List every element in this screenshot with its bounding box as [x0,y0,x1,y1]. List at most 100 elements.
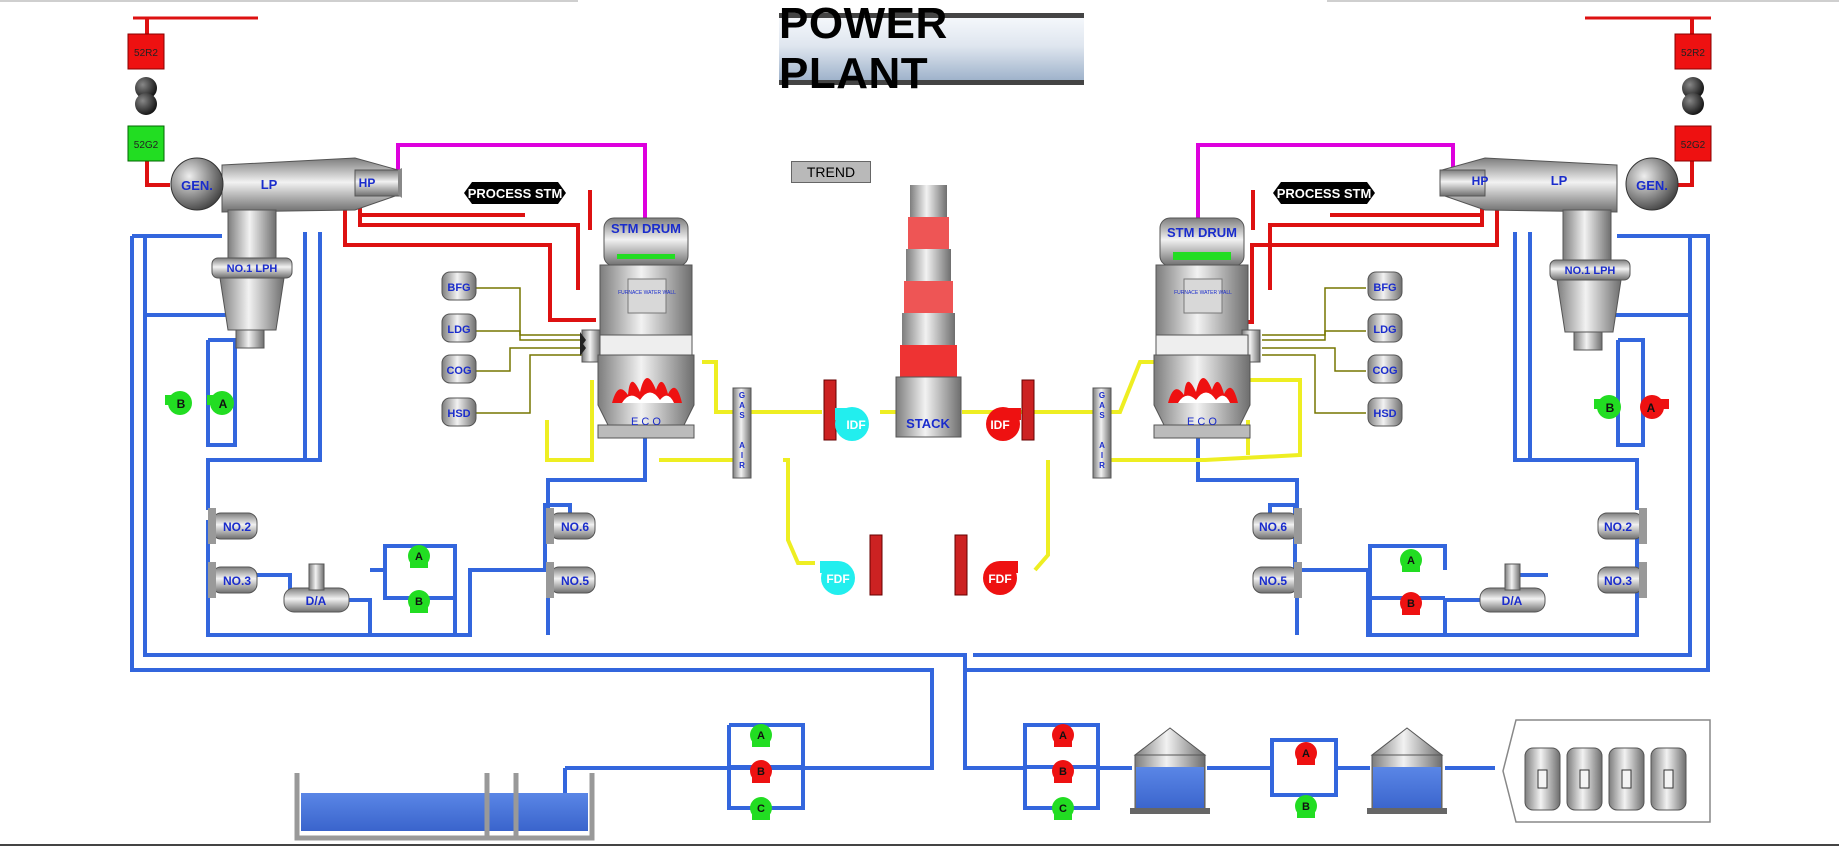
fuel-tank-bfg[interactable]: BFG [1367,271,1403,301]
right-idf[interactable]: IDF [986,379,1035,441]
breaker-52g2-right[interactable] [1674,125,1712,162]
pump-b-transfer[interactable]: B [1295,795,1317,818]
svg-text:A: A [1099,441,1105,450]
breaker-52g2-left[interactable] [127,125,165,162]
svg-text:A: A [1302,748,1310,760]
trend-button[interactable]: TREND [791,161,871,183]
demineralizer-bank[interactable] [1502,719,1711,823]
svg-text:LDG: LDG [447,324,470,336]
svg-text:R: R [739,461,745,470]
svg-text:NO.3: NO.3 [1604,574,1632,588]
pump-b-left-condensate[interactable]: B [165,391,192,415]
svg-text:NO.5: NO.5 [561,574,589,588]
hp-steam-pipes [396,143,1455,222]
left-turbine-generator[interactable]: GEN. LP HP NO.1 LPH [170,157,402,349]
right-fdf[interactable]: FDF [954,534,1018,596]
left-switchyard: 52R2 52G2 [127,16,258,162]
stack[interactable]: STACK [895,185,962,438]
breaker-52r2-left[interactable] [127,33,165,70]
pump-a-left-condensate[interactable]: A [207,391,234,415]
dm-water-tank-1[interactable] [1130,727,1210,814]
svg-text:A: A [1099,401,1105,410]
svg-text:STM DRUM: STM DRUM [611,221,681,236]
breaker-52r2-right[interactable] [1674,33,1712,70]
heater-no6-left[interactable]: NO.6 [546,508,596,544]
deaerator-right[interactable]: D/A [1479,563,1546,613]
heater-no5-right[interactable]: NO.5 [1252,562,1302,598]
svg-text:52G2: 52G2 [1681,140,1706,151]
pump-a-transfer[interactable]: A [1295,742,1317,765]
left-fuel-tanks: BFG LDG COG HSD [441,271,477,427]
svg-text:COG: COG [1372,365,1397,377]
svg-text:A: A [1407,555,1415,567]
fuel-tank-cog[interactable]: COG [1367,354,1403,384]
svg-text:LP: LP [1551,173,1568,188]
svg-text:C: C [1059,803,1067,815]
fuel-tank-ldg[interactable]: LDG [441,313,477,343]
svg-text:NO.6: NO.6 [1259,520,1287,534]
svg-text:LP: LP [261,177,278,192]
svg-text:S: S [1099,411,1105,420]
pump-b-bottom-left[interactable]: B [750,760,772,783]
svg-text:FDF: FDF [826,572,849,586]
heater-no2-left[interactable]: NO.2 [208,508,258,544]
pump-a-bottom-right[interactable]: A [1052,724,1074,747]
right-turbine-generator[interactable]: GEN. LP HP NO.1 LPH [1439,157,1679,351]
svg-text:HSD: HSD [1373,408,1396,420]
process-steam-tag-left[interactable]: PROCESS STM [464,182,566,204]
page-title: POWER PLANT [779,0,1084,98]
dm-water-tank-2[interactable] [1367,727,1447,814]
fuel-lines [474,287,1366,414]
left-fdf[interactable]: FDF [820,534,883,596]
breaker-52g2-label: 52G2 [134,140,159,151]
generator-icon [170,157,224,211]
heater-no5-left[interactable]: NO.5 [546,562,596,598]
svg-text:S: S [739,411,745,420]
pump-b-right-condensate[interactable]: B [1594,395,1621,419]
water-pipes [130,232,1710,810]
heater-no3-left[interactable]: NO.3 [208,562,258,598]
svg-text:NO.1 LPH: NO.1 LPH [1565,265,1616,277]
svg-text:E C O: E C O [631,416,661,428]
deaerator-left[interactable]: D/A [283,563,350,613]
pump-b-bottom-right[interactable]: B [1052,760,1074,783]
fuel-tank-cog[interactable]: COG [441,354,477,384]
svg-text:G: G [739,391,745,400]
pump-a-bottom-left[interactable]: A [750,724,772,747]
left-idf[interactable]: IDF [823,379,869,441]
svg-text:BFG: BFG [447,282,470,294]
pump-b-left-feed[interactable]: B [408,590,430,613]
heater-no2-right[interactable]: NO.2 [1597,508,1647,544]
pump-a-right-feed[interactable]: A [1400,549,1422,572]
svg-text:GEN.: GEN. [181,178,213,193]
pump-a-left-feed[interactable]: A [408,545,430,568]
svg-text:BFG: BFG [1373,282,1396,294]
breaker-52r2-label: 52R2 [134,48,158,59]
right-boiler[interactable]: STM DRUM FURNACE WATER WALL E C O [1153,217,1261,439]
raw-water-reservoir[interactable] [294,773,595,841]
pump-a-right-condensate[interactable]: A [1640,395,1669,419]
svg-text:G: G [1099,391,1105,400]
svg-text:IDF: IDF [846,418,865,432]
svg-text:STM DRUM: STM DRUM [1167,225,1237,240]
pump-c-bottom-right[interactable]: C [1052,797,1074,820]
process-steam-tag-right[interactable]: PROCESS STM [1273,182,1375,204]
svg-text:52R2: 52R2 [1681,48,1705,59]
fuel-tank-hsd[interactable]: HSD [441,397,477,427]
pump-b-right-feed[interactable]: B [1400,592,1422,615]
transformer-icon [135,77,157,99]
svg-text:NO.5: NO.5 [1259,574,1287,588]
pump-c-bottom-left[interactable]: C [750,797,772,820]
fuel-tank-hsd[interactable]: HSD [1367,397,1403,427]
fuel-tank-ldg[interactable]: LDG [1367,313,1403,343]
svg-text:D/A: D/A [306,594,327,608]
left-boiler[interactable]: STM DRUM FURNACE WATER WALL E C O [580,217,695,439]
left-air-preheater[interactable]: G A S A I R [732,387,752,479]
heater-no3-right[interactable]: NO.3 [1597,562,1647,598]
right-air-preheater[interactable]: G A S A I R [1092,387,1112,479]
svg-text:STACK: STACK [906,416,950,431]
svg-text:D/A: D/A [1502,594,1523,608]
fuel-tank-bfg[interactable]: BFG [441,271,477,301]
svg-text:B: B [1302,801,1310,813]
heater-no6-right[interactable]: NO.6 [1252,508,1302,544]
